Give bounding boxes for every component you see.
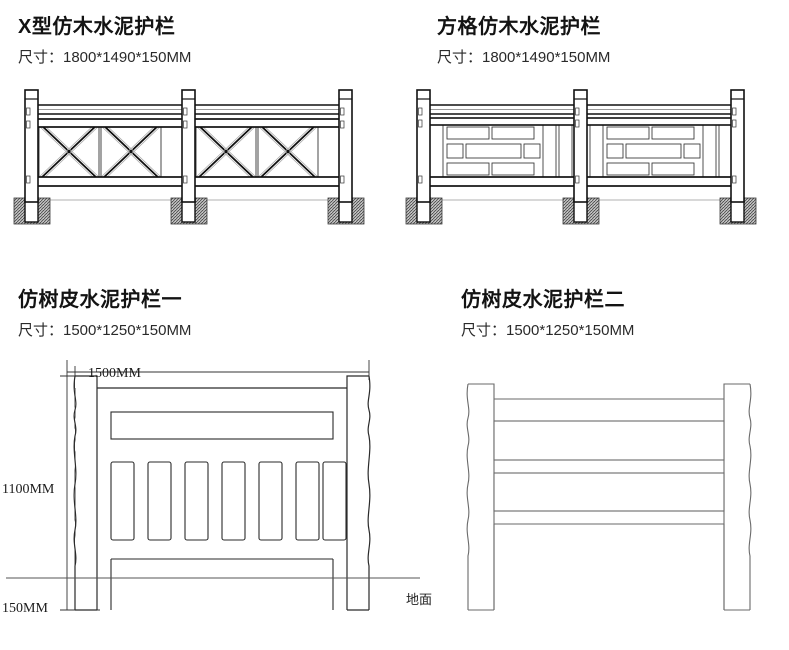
bark-two-rail-opening-2 [493,472,725,512]
panel-x-type-title: X型仿木水泥护栏 [18,16,176,38]
bark-two-leg-opening [493,523,725,610]
dimension-height-label: 1100MM [2,482,55,497]
panel-x-type-spec: 尺寸：1800*1490*150MM [18,49,192,66]
bark-one-vertical-bars [110,461,347,541]
dimension-embed-label: 150MM [2,601,48,616]
panel-bark-two-heading: 仿树皮水泥护栏二 尺寸：1500*1250*150MM [461,283,634,340]
panel-grid-type-heading: 方格仿木水泥护栏 尺寸：1800*1490*150MM [437,10,610,67]
footing-middle [170,197,208,225]
panel-bark-one-title: 仿树皮水泥护栏一 [18,289,182,311]
panel-grid-type-title: 方格仿木水泥护栏 [437,16,601,38]
bark-two-rail-opening-1 [493,420,725,461]
footing-right [327,197,365,225]
dimension-width-label: 1500MM [88,366,141,381]
bay-2-x-panels [192,122,322,181]
bark-one-leg-opening [110,558,334,610]
bark-one-long-opening [110,411,334,440]
drawing-bark-one-railing [6,360,420,611]
panel-grid-type-spec: 尺寸：1800*1490*150MM [437,49,611,66]
panel-bark-one-heading: 仿树皮水泥护栏一 尺寸：1500*1250*150MM [18,283,191,340]
bay-1-x-panels [35,122,165,181]
ground-line-label: 地面 [406,592,433,607]
drawing-grid-type-railing [405,89,757,225]
posts [24,89,353,203]
panel-bark-two-title: 仿树皮水泥护栏二 [461,289,625,311]
bark-one-body [73,375,371,611]
panel-bark-two-spec: 尺寸：1500*1250*150MM [461,322,635,339]
bay-1-grid-cells [429,124,573,178]
bay-2-grid-cells [589,124,733,178]
panel-bark-one-spec: 尺寸：1500*1250*150MM [18,322,192,339]
posts [416,89,745,203]
drawing-bark-two-railing [466,383,752,611]
drawing-x-type-railing [13,89,365,225]
panel-x-type-heading: X型仿木水泥护栏 尺寸：1800*1490*150MM [18,10,191,67]
footing-right [719,197,757,225]
